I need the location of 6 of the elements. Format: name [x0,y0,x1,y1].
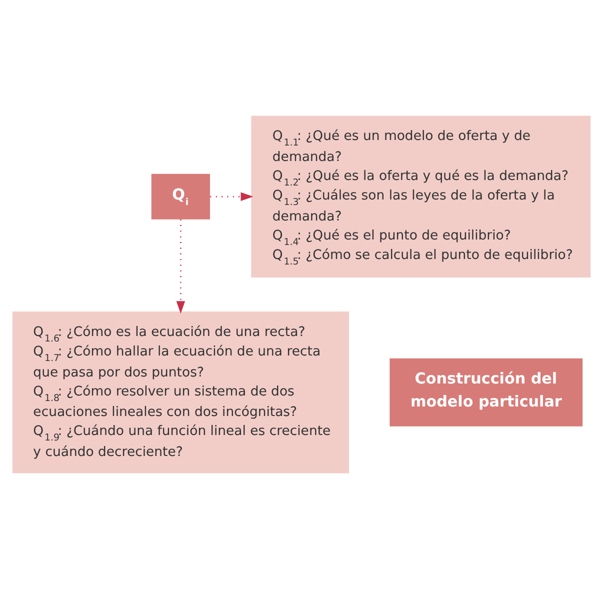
arrow [176,219,186,314]
node-box: Q$_{1.1}$: ¿Qué es un modelo de oferta y de demanda? Q$_{1.2}$: ¿Qué es la oferta y qué es la demanda? Q$_{1.3}$: ¿Cuáles son las leyes de la oferta y la demanda? Q$_{1.4}$: ¿Qué es el punto de equilibrio? Q$_{1.5}$: ¿Cómo se calcula el punto de equilibrio? [251,116,591,278]
arrow [210,192,254,201]
node-box: Q$_{1.6}$: ¿Cómo es la ecuación de una recta? Q$_{1.7}$: ¿Cómo hallar la ecuación de una recta que pasa por dos puntos? Q$_{1.8}$: ¿Cómo resolver un sistema de dos ecuaciones lineales con dos incógnitas? Q$_{1.9}$: ¿Cuándo una función lineal es creciente y cuándo decreciente? [12,312,350,474]
node-box: Q$_{i}$ [151,174,210,220]
node-box: Construcción del modelo particular [390,358,583,426]
